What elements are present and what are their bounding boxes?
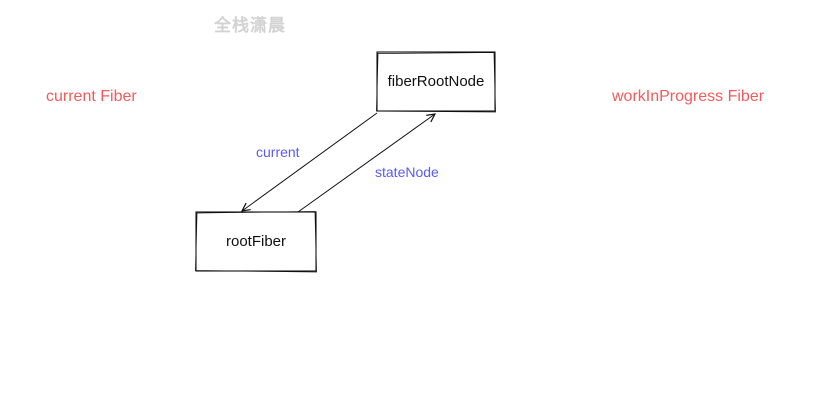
current-edge-label: current — [256, 144, 300, 160]
current-fiber-label: current Fiber — [46, 88, 137, 105]
current-arrow — [242, 112, 378, 211]
root-fiber-label: rootFiber — [226, 233, 286, 250]
state-node-arrow — [297, 114, 435, 213]
root-fiber-node[interactable]: rootFiber — [195, 211, 317, 273]
work-in-progress-fiber-label: workInProgress Fiber — [612, 88, 765, 105]
fiber-root-node[interactable]: fiberRootNode — [376, 51, 496, 113]
fiber-root-node-label: fiberRootNode — [388, 73, 485, 90]
watermark: 全栈潇晨 — [214, 16, 286, 36]
state-node-edge-label: stateNode — [375, 164, 439, 180]
